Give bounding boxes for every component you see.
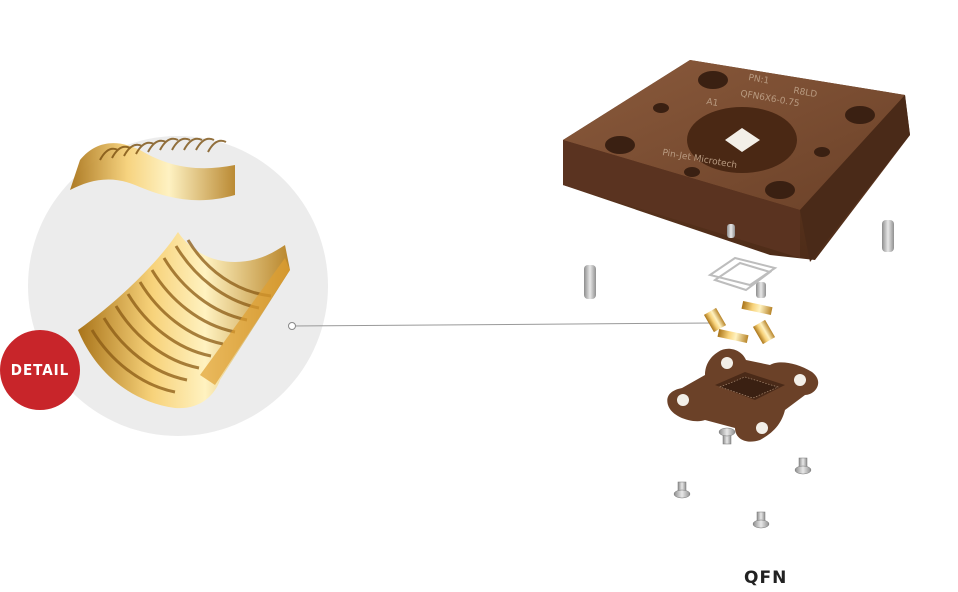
package-caption: QFN — [744, 568, 788, 588]
leader-line — [291, 322, 715, 327]
detail-badge-label: DETAIL — [10, 361, 70, 379]
screws — [673, 427, 812, 529]
svg-text:PN:1: PN:1 — [747, 73, 769, 86]
guide-pin — [756, 282, 766, 298]
wire-frame — [707, 256, 778, 292]
socket-base — [667, 348, 819, 442]
guide-pin — [584, 265, 596, 299]
contact-strips — [703, 300, 776, 345]
guide-pin — [882, 220, 894, 252]
leader-dot — [288, 322, 296, 330]
guide-pin — [727, 224, 735, 238]
svg-text:R8LD: R8LD — [792, 86, 817, 100]
socket-lid: PN:1 R8LD QFN6X6-0.75 A1 Pin-Jet Microte… — [563, 60, 910, 262]
detail-badge: DETAIL — [0, 330, 80, 410]
gold-contacts-lower — [78, 232, 290, 409]
gold-contacts-upper — [70, 137, 235, 201]
svg-text:A1: A1 — [705, 97, 718, 109]
